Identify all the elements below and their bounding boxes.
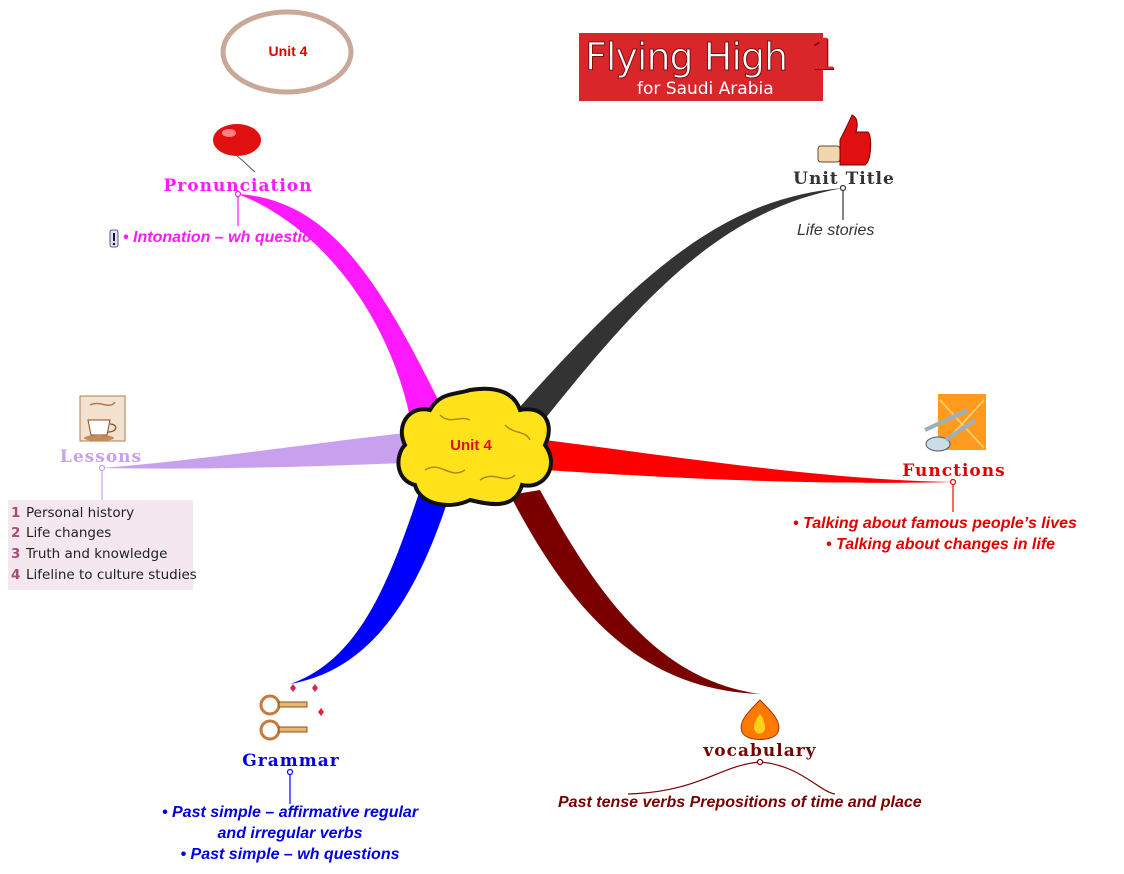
branch-lessons xyxy=(102,433,405,469)
unit-title-note: Life stories xyxy=(797,222,875,239)
top-oval-label: Unit 4 xyxy=(268,43,308,59)
grammar-note-3: • Past simple – wh questions xyxy=(180,846,400,863)
functions-title: Functions xyxy=(902,461,1006,481)
center-label: Unit 4 xyxy=(450,437,492,454)
branch-grammar xyxy=(290,490,448,684)
pronunciation-note: • Intonation – wh questions xyxy=(123,229,331,246)
logo-subtitle: for Saudi Arabia xyxy=(637,79,774,99)
branch-functions xyxy=(545,440,953,483)
pronunciation-title: Pronunciation xyxy=(163,176,313,196)
functions-note-1: • Talking about famous people’s lives xyxy=(793,515,1077,532)
flying-high-logo: Flying High for Saudi Arabia xyxy=(579,33,823,101)
logo-number: 1 xyxy=(808,30,838,79)
fork-spoon-icon xyxy=(924,394,986,452)
branch-pronunciation xyxy=(238,194,447,428)
grammar-note-2: and irregular verbs xyxy=(217,825,363,842)
logo-title: Flying High xyxy=(584,35,788,80)
top-oval xyxy=(220,9,354,95)
thumbs-up-icon xyxy=(817,114,872,166)
grammar-title: Grammar xyxy=(242,751,340,771)
unit-title-title: Unit Title xyxy=(793,169,895,189)
lessons-title: Lessons xyxy=(59,447,143,467)
grammar-note-1: • Past simple – affirmative regular xyxy=(161,804,419,821)
keys-hearts-icon xyxy=(259,684,324,741)
coffee-cup-icon xyxy=(79,395,126,442)
functions-note-2: • Talking about changes in life xyxy=(826,536,1056,553)
vocabulary-title: vocabulary xyxy=(703,741,817,761)
exclamation-icon xyxy=(109,229,119,248)
branch-vocabulary xyxy=(510,490,760,694)
fire-icon xyxy=(740,699,780,740)
balloon-icon xyxy=(213,124,261,173)
vocabulary-note: Past tense verbs Prepositions of time an… xyxy=(558,794,922,811)
branch-unit-title xyxy=(510,188,843,425)
